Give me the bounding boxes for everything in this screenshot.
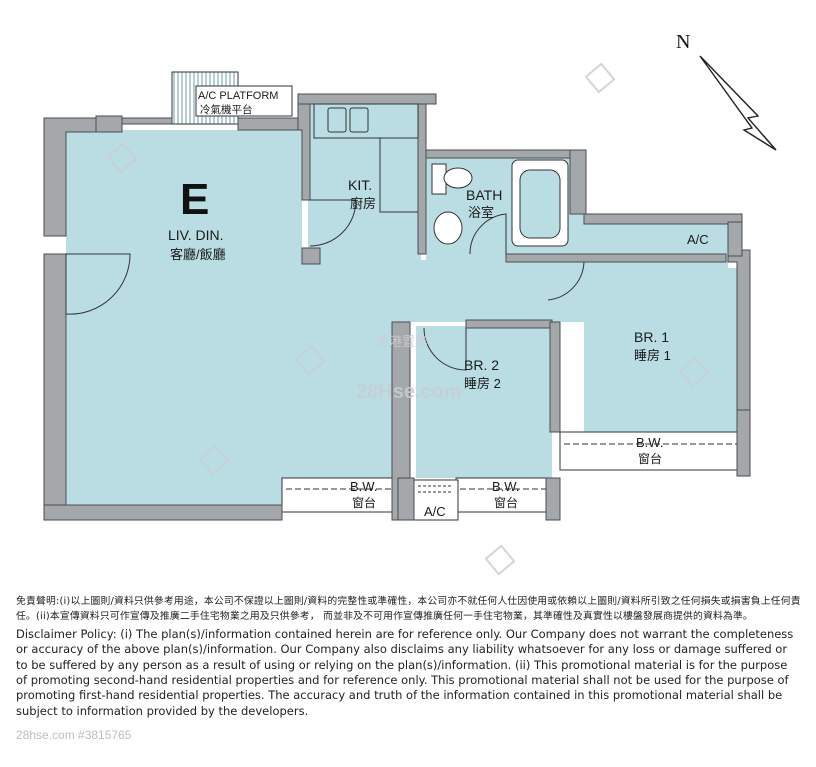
compass-arrow-icon (699, 55, 777, 151)
wall-bottom-right (545, 477, 561, 521)
toilet-bowl-icon (443, 167, 473, 189)
door-kitchen (309, 199, 357, 247)
bw-living-en: B.W. (350, 479, 377, 494)
wall-br1-top (583, 213, 743, 225)
bw-br2-zh: 窗台 (494, 495, 518, 510)
disclaimer-zh: 免責聲明:(i)以上圖則/資料只供參考用途，本公司不保證以上圖則/資料的完整性或… (16, 596, 801, 623)
watermark-logo-icon (294, 344, 326, 376)
wall-br2-right (549, 321, 561, 433)
ac-label-top: A/C (687, 232, 709, 247)
kitchen-label-en: KIT. (348, 177, 372, 193)
sink-right-icon (349, 107, 369, 133)
bath-label-zh: 浴室 (468, 205, 494, 220)
br2-label-zh: 睡房 2 (464, 376, 501, 391)
wall-kitchen-top (297, 93, 437, 105)
bw-living-zh: 窗台 (352, 495, 376, 510)
watermark-logo-icon (198, 444, 230, 476)
watermark-logo-icon (584, 62, 616, 94)
br1-label-en: BR. 1 (634, 329, 669, 345)
bw-br1-zh: 窗台 (638, 451, 662, 466)
ac-small-floor (672, 224, 728, 256)
compass-label: N (676, 31, 690, 53)
ac-bottom (413, 479, 459, 521)
wall-bottom-left (43, 504, 283, 521)
wall-bath-bottom (505, 253, 727, 263)
bay-windows (281, 431, 747, 513)
floor-plan: N E LIV. DIN. 客廳/飯廳 KIT. 廚房 BATH 浴室 BR. … (43, 31, 777, 576)
bay-window-living (281, 477, 399, 513)
living-label-zh: 客廳/飯廳 (170, 247, 226, 262)
wall-bottom-mid (397, 477, 415, 521)
wall-bath-top (425, 149, 585, 159)
wall-kitchen-bottom (301, 247, 321, 265)
wall-br2-top (465, 319, 553, 329)
br1-label-zh: 睡房 1 (634, 348, 671, 363)
corridor-floor (398, 260, 584, 322)
bath-label-en: BATH (466, 187, 502, 203)
watermark-logo-icon (484, 544, 516, 576)
wall-left-upper (95, 115, 123, 133)
wall-kitchen-right (417, 103, 427, 255)
wall-ac-right (727, 221, 743, 257)
unit-letter: E (180, 175, 209, 224)
living-dining-floor (66, 130, 398, 505)
door-br2 (423, 327, 467, 371)
door-br1 (547, 261, 585, 301)
ac-platform-label-box (195, 85, 293, 117)
ac-label-bottom: A/C (424, 504, 446, 519)
wall-left-top (43, 117, 97, 237)
disclaimer: 免責聲明:(i)以上圖則/資料只供參考用途，本公司不保證以上圖則/資料的完整性或… (16, 594, 802, 719)
kitchen-counter (313, 103, 419, 213)
watermark-logo-icon (106, 142, 138, 174)
wall-br1-bottom-right (736, 409, 751, 477)
watermark-logo-icon (678, 356, 710, 388)
room-fills (66, 104, 737, 505)
bedroom2-floor (416, 326, 552, 478)
ac-platform-label-zh: 冷氣機平台 (200, 103, 253, 116)
listing-id: 28hse.com #3815765 (16, 728, 132, 742)
door-living-left (65, 253, 131, 315)
door-bath (469, 213, 507, 255)
living-label-en: LIV. DIN. (168, 227, 224, 243)
watermark-brand: 香港置業 (376, 334, 428, 350)
ac-platform-label-en: A/C PLATFORM (198, 90, 278, 102)
wall-top-living-right (237, 117, 303, 131)
kitchen-label-zh: 廚房 (350, 196, 376, 211)
doors (65, 199, 585, 371)
watermark-site: 28Hse.com (356, 381, 462, 403)
sink-left-icon (327, 107, 347, 133)
disclaimer-en: Disclaimer Policy: (i) The plan(s)/infor… (16, 626, 794, 718)
wall-left (43, 253, 67, 506)
wall-bath-right (569, 149, 587, 215)
room-labels: LIV. DIN. 客廳/飯廳 KIT. 廚房 BATH 浴室 BR. 1 睡房… (168, 90, 709, 519)
bay-window-br2 (455, 477, 553, 513)
wall-top-living (121, 117, 173, 125)
bw-br2-en: B.W. (492, 479, 519, 494)
br2-label-en: BR. 2 (464, 357, 499, 373)
bw-br1-en: B.W. (636, 435, 663, 450)
bath-fixtures (431, 159, 569, 247)
watermarks: 香港置業 28Hse.com (106, 62, 710, 576)
kitchen-floor (308, 104, 421, 264)
walls (43, 93, 751, 521)
basin-icon (433, 211, 463, 245)
